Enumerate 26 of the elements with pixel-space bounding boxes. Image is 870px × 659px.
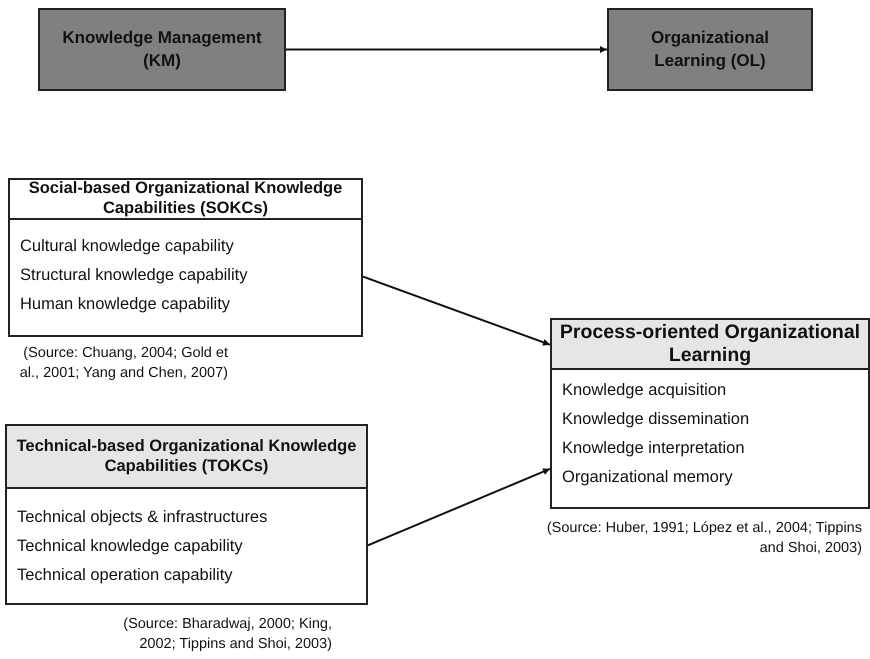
- arrow: [362, 276, 550, 346]
- list-item: Knowledge acquisition: [562, 380, 728, 401]
- source-note: (Source: Bharadwaj, 2000; King, 2002; Tippins and Shoi, 2003): [122, 615, 332, 654]
- list-item: Technical operation capability: [17, 565, 234, 586]
- box-heading: Technical-based Organizational Knowledge Capabilities (TOKCs): [7, 426, 366, 489]
- box-title: Organizational Learning (OL): [650, 27, 770, 72]
- construct-box: [550, 318, 870, 509]
- concept-box: [38, 8, 286, 91]
- source-note: (Source: Chuang, 2004; Gold et al., 2001; Yang and Chen, 2007): [18, 344, 228, 383]
- list-item: Organizational memory: [562, 467, 734, 488]
- list-item: Knowledge interpretation: [562, 438, 746, 459]
- list-item: Knowledge dissemination: [562, 409, 750, 430]
- source-note: (Source: Huber, 1991; López et al., 2004; Tippins and Shoi, 2003): [546, 519, 862, 558]
- arrow: [286, 46, 607, 53]
- concept-box: [607, 8, 813, 91]
- list-item: Structural knowledge capability: [20, 265, 248, 286]
- list-item: Cultural knowledge capability: [20, 236, 235, 257]
- list-item: Technical objects & infrastructures: [17, 507, 268, 528]
- arrow: [368, 468, 550, 546]
- construct-box: [8, 178, 363, 337]
- box-heading: Social-based Organizational Knowledge Capabilities (SOKCs): [10, 180, 361, 220]
- box-heading: Process-oriented Organizational Learning: [552, 320, 868, 370]
- list-item: Technical knowledge capability: [17, 536, 244, 557]
- box-title: Knowledge Management (KM): [61, 27, 263, 72]
- list-item: Human knowledge capability: [20, 294, 232, 315]
- construct-box: [5, 424, 368, 605]
